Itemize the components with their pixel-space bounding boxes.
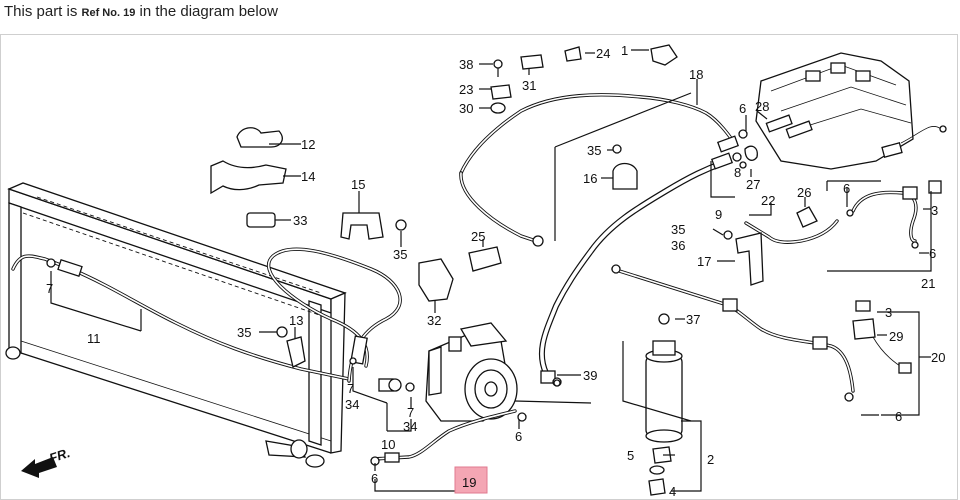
callout-20[interactable]: 20	[931, 350, 945, 365]
callout-38[interactable]: 38	[459, 57, 473, 72]
switch-29-top	[881, 125, 947, 158]
diagram-caption: This part is Ref No. 19 in the diagram b…	[4, 3, 278, 20]
callout-28[interactable]: 28	[755, 99, 769, 114]
receiver-dryer	[645, 340, 683, 443]
callout-35[interactable]: 35	[587, 143, 601, 158]
callout-5[interactable]: 5	[627, 448, 634, 463]
pipe-21	[851, 180, 942, 249]
callout-15[interactable]: 15	[351, 177, 365, 192]
callout-8[interactable]: 8	[734, 165, 741, 180]
callout-6-compressor[interactable]: 6	[515, 429, 522, 444]
leader-lines	[50, 49, 932, 492]
callout-4[interactable]: 4	[669, 484, 676, 499]
callout-14[interactable]: 14	[301, 169, 315, 184]
callout-37[interactable]: 37	[686, 312, 700, 327]
callout-3-right[interactable]: 3	[885, 305, 892, 320]
callout-labels: 38 31 24 1 23 30 18 6 28 12 35 16 14 8 2…	[46, 43, 945, 499]
callout-31[interactable]: 31	[522, 78, 536, 93]
condenser	[5, 182, 347, 468]
small-parts	[210, 44, 912, 496]
callout-7-mid[interactable]: 7	[347, 381, 354, 396]
callout-18[interactable]: 18	[689, 67, 703, 82]
callout-1[interactable]: 1	[621, 43, 628, 58]
callout-9[interactable]: 9	[715, 207, 722, 222]
callout-6[interactable]: 6	[739, 101, 746, 116]
hose-loop-left	[266, 247, 402, 392]
callout-7-left[interactable]: 7	[46, 281, 53, 296]
callout-35-right[interactable]: 35	[671, 222, 685, 237]
callout-7-right[interactable]: 7	[407, 405, 414, 420]
callout-10[interactable]: 10	[381, 437, 395, 452]
callout-13[interactable]: 13	[289, 313, 303, 328]
callout-29-right[interactable]: 29	[889, 329, 903, 344]
callout-34-right[interactable]: 34	[403, 419, 417, 434]
lower-fitting	[265, 439, 308, 459]
callout-26[interactable]: 26	[797, 185, 811, 200]
bracket-17	[735, 232, 764, 286]
ref-19-highlight	[454, 466, 488, 494]
callout-11[interactable]: 11	[87, 331, 101, 346]
pipe-20	[611, 264, 855, 393]
pipe-22	[744, 219, 839, 244]
parts-diagram-frame: FR. 38 31 24 1 23 30 18 6 28 12 35 16 14…	[0, 34, 958, 500]
callout-21[interactable]: 21	[921, 276, 935, 291]
callout-35-mid[interactable]: 35	[393, 247, 407, 262]
callout-30[interactable]: 30	[459, 101, 473, 116]
callout-24[interactable]: 24	[596, 46, 610, 61]
pipe-11	[11, 254, 351, 381]
main-hose	[459, 93, 740, 384]
callout-22[interactable]: 22	[761, 193, 775, 208]
compressor	[425, 322, 518, 422]
callout-12[interactable]: 12	[301, 137, 315, 152]
callout-6-bottom-right[interactable]: 6	[895, 409, 902, 424]
callout-32[interactable]: 32	[427, 313, 441, 328]
callout-36[interactable]: 36	[671, 238, 685, 253]
callout-33[interactable]: 33	[293, 213, 307, 228]
pipe-19	[370, 409, 527, 466]
callout-17[interactable]: 17	[697, 254, 711, 269]
ref-number: Ref No. 19	[81, 7, 136, 19]
callout-3-top[interactable]: 3	[931, 203, 938, 218]
callout-34-left[interactable]: 34	[345, 397, 359, 412]
front-direction-arrow	[21, 457, 57, 478]
caption-suffix: in the diagram below	[135, 3, 278, 20]
callout-6-right[interactable]: 6	[843, 181, 850, 196]
caption-prefix: This part is	[4, 3, 82, 20]
callout-27[interactable]: 27	[746, 177, 760, 192]
callout-39[interactable]: 39	[583, 368, 597, 383]
callout-6-bottom[interactable]: 6	[371, 471, 378, 486]
callout-19-highlighted[interactable]: 19	[462, 475, 476, 490]
callout-23[interactable]: 23	[459, 82, 473, 97]
callout-6-far-right[interactable]: 6	[929, 246, 936, 261]
callout-16[interactable]: 16	[583, 171, 597, 186]
callout-2[interactable]: 2	[707, 452, 714, 467]
callout-25[interactable]: 25	[471, 229, 485, 244]
parts-diagram: FR. 38 31 24 1 23 30 18 6 28 12 35 16 14…	[5, 43, 947, 499]
front-direction-label: FR.	[47, 445, 72, 466]
callout-35-left[interactable]: 35	[237, 325, 251, 340]
